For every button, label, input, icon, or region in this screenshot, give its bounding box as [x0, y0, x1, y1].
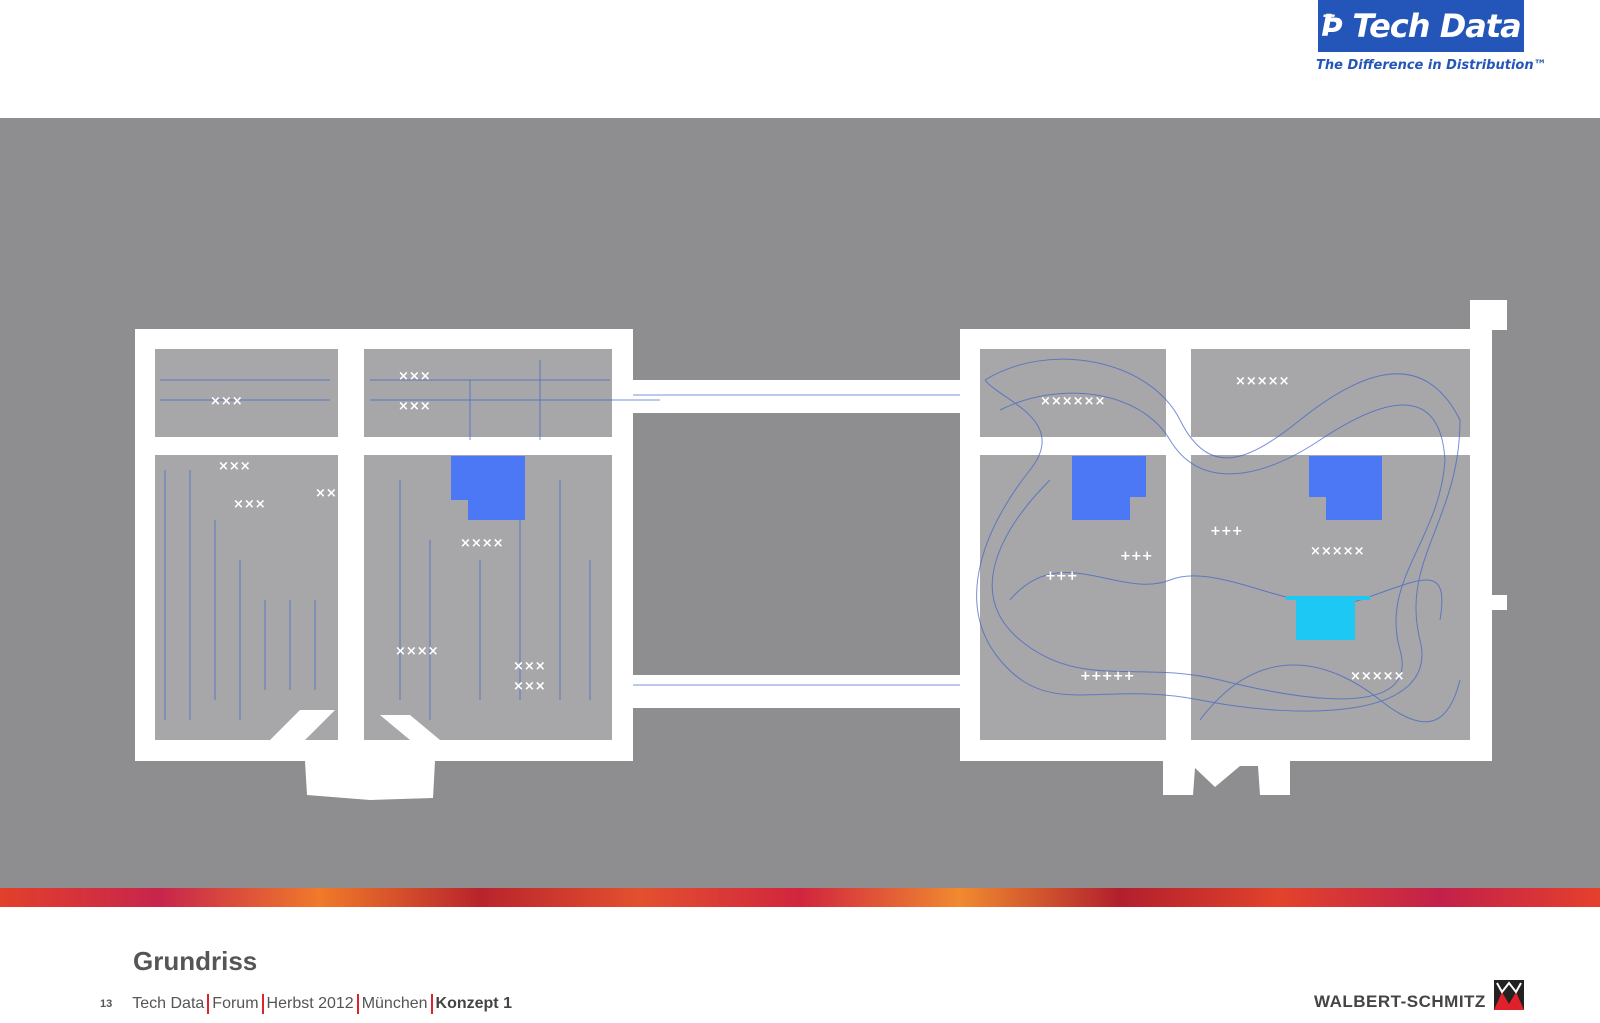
svg-text:×××××: ××××× [1235, 374, 1289, 389]
svg-text:×××: ××× [398, 369, 431, 384]
svg-text:××××: ×××× [460, 536, 504, 551]
svg-text:+++: +++ [1120, 549, 1153, 564]
svg-text:××××: ×××× [395, 644, 439, 659]
svg-text:+++++: +++++ [1080, 669, 1134, 684]
slide-title: Grundriss [133, 946, 258, 976]
decorative-color-strip [0, 888, 1600, 907]
svg-text:×××: ××× [218, 459, 251, 474]
svg-text:+++: +++ [1210, 524, 1243, 539]
footer-breadcrumb: 13 Tech Data Forum Herbst 2012 München K… [100, 994, 512, 1014]
svg-text:×××: ××× [233, 497, 266, 512]
svg-text:×××××: ××××× [1350, 669, 1404, 684]
divider [261, 994, 264, 1014]
seating-marks: ×××××××××× ×××××××××× ××××××××××× ××××××… [210, 369, 1404, 694]
breadcrumb-item: Herbst 2012 [266, 995, 354, 1012]
breadcrumb-item: Tech Data [132, 995, 205, 1012]
divider [207, 994, 210, 1014]
walbert-schmitz-logo-icon [1494, 980, 1524, 1010]
svg-text:×××: ××× [513, 659, 546, 674]
stage-right-1 [1072, 456, 1146, 520]
tech-data-logo-mark-icon: Ꝥ [1321, 8, 1343, 44]
agency-name: WALBERT-SCHMITZ [1314, 992, 1486, 1011]
stage-left [451, 456, 525, 520]
page-number: 13 [100, 998, 113, 1010]
floor-plan-drawing: ×××××××××× ×××××××××× ××××××××××× ××××××… [135, 300, 1507, 800]
svg-text:×××: ××× [513, 679, 546, 694]
divider [430, 994, 433, 1014]
breadcrumb-current: Konzept 1 [435, 995, 512, 1012]
highlight-area [1296, 598, 1355, 640]
rooms [155, 349, 1470, 740]
tagline: The Difference in Distribution™ [1316, 58, 1547, 73]
svg-text:××××××: ×××××× [1040, 394, 1105, 409]
stages [451, 456, 1382, 640]
svg-text:+++: +++ [1045, 569, 1078, 584]
floor-plan: ×××××××××× ×××××××××× ××××××××××× ××××××… [0, 118, 1600, 888]
svg-text:××: ×× [315, 486, 337, 501]
svg-text:×××: ××× [398, 399, 431, 414]
divider [356, 994, 359, 1014]
visitor-flow-lines [160, 358, 1461, 723]
svg-text:×××××: ××××× [1310, 544, 1364, 559]
svg-text:×××: ××× [210, 394, 243, 409]
breadcrumb-item: Forum [212, 995, 259, 1012]
breadcrumb-item: München [361, 995, 428, 1012]
stage-right-2 [1309, 456, 1382, 520]
